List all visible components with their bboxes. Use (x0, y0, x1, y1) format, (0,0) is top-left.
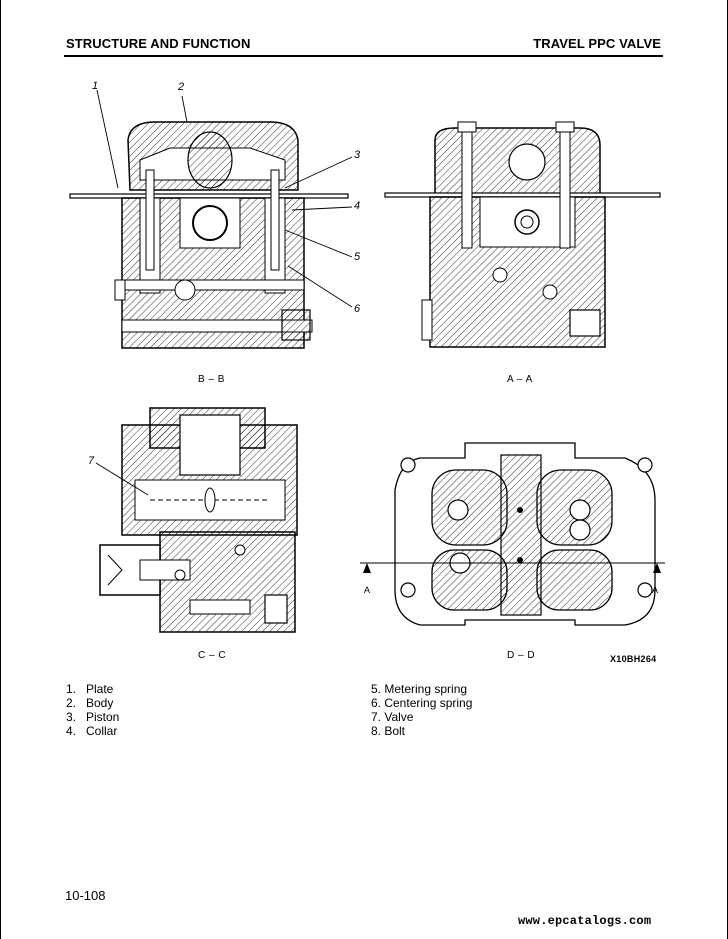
callout-1: 1 (92, 80, 99, 92)
callout-5: 5 (354, 251, 361, 263)
header-rule (64, 55, 663, 57)
legend-item: 4.Collar (66, 724, 118, 738)
legend-item: 5. Metering spring (371, 682, 468, 696)
callout-4: 4 (354, 200, 361, 212)
callout-6: 6 (354, 303, 361, 315)
callout-7: 7 (88, 455, 95, 467)
view-label-aa: A – A (507, 374, 533, 385)
legend-item: 8. Bolt (371, 724, 406, 738)
view-label-bb: B – B (198, 374, 225, 385)
view-label-cc: C – C (198, 650, 227, 661)
section-cut-letter-right: A (652, 585, 659, 595)
drawing-code: X10BH264 (610, 654, 657, 664)
legend-item: 3.Piston (66, 710, 120, 724)
watermark-url: www.epcatalogs.com (518, 914, 652, 928)
view-cc-drawing (99, 407, 298, 633)
left-border (0, 0, 1, 939)
section-title: STRUCTURE AND FUNCTION (66, 36, 251, 51)
component-title: TRAVEL PPC VALVE (533, 36, 661, 51)
view-label-dd: D – D (507, 650, 536, 661)
view-dd-drawing (360, 442, 665, 626)
technical-drawing: 1 2 3 4 5 6 7 A A B – B A – A C – C D – … (60, 70, 670, 670)
callout-3: 3 (354, 149, 361, 161)
callout-leaders (95, 89, 353, 496)
view-bb-drawing (69, 121, 349, 349)
view-aa-drawing (384, 121, 661, 348)
legend-item: 1.Plate (66, 682, 114, 696)
callout-2: 2 (178, 81, 185, 93)
page-number: 10-108 (65, 888, 106, 903)
legend-item: 7. Valve (371, 710, 414, 724)
parts-legend-left: 1.Plate 2.Body 3.Piston 4.Collar (66, 682, 119, 738)
legend-item: 2.Body (66, 696, 114, 710)
parts-legend-right: 5. Metering spring 6. Centering spring 7… (371, 682, 472, 738)
section-cut-letter-left: A (364, 585, 371, 595)
legend-item: 6. Centering spring (371, 696, 473, 710)
